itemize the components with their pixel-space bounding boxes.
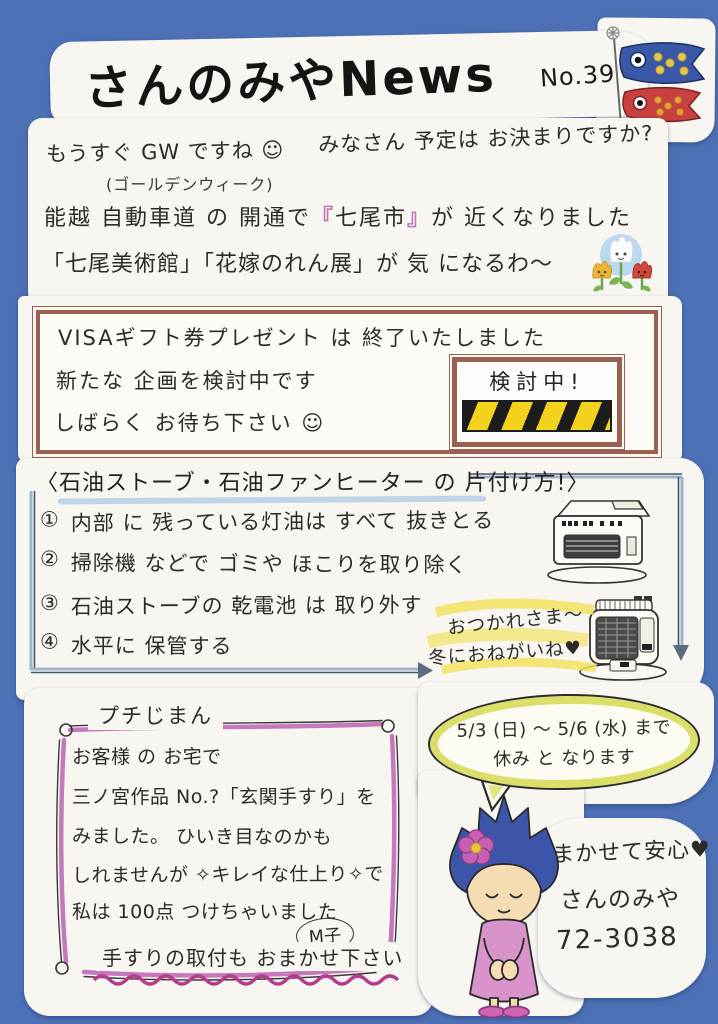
petit-line: 三ノ宮作品 No.?「玄関手すり」を [72,786,376,808]
guide-item-text: 掃除機 などで ゴミや ほこりを取り除く [70,551,468,578]
oil-stove-icon [579,596,667,681]
wavy-underline-icon [92,974,400,986]
guide-item: ④ 水平に 保管する [40,630,233,661]
intro-line-3: 能越 自動車道 の 開通で『七尾市』が 近くなりました [44,200,632,232]
petit-line: みました。 ひいき目なのかも [71,825,333,849]
guide-item: ② 掃除機 などで ゴミや ほこりを取り除く [40,547,468,579]
guide-item-text: 内部 に 残っている灯油は すべて 抜きとる [70,508,495,536]
guide-item-number: ④ [39,629,60,654]
guide-item-number: ③ [39,590,60,616]
holiday-line-1: 5/3 (日) 〜 5/6 (水) まで [456,716,672,742]
contact-paper [538,818,706,998]
intro-line-3-text: 能越 自動車道 の 開通で [44,206,311,231]
intro-line-1-left: もうすぐ GW ですね ☺ [45,137,285,167]
pink-bracket-close: 』 [407,206,432,231]
visa-line-3: しばらく お待ち下さい ☺ [54,411,326,435]
construction-barrier-icon: 検討中! [449,354,625,450]
guide-item: ③ 石油ストーブの 乾電池 は 取り外す [40,589,423,621]
bowing-girl-icon [449,795,559,1018]
guide-item-text: 石油ストーブの 乾電池 は 取り外す [70,592,423,619]
guide-item-text: 水平に 保管する [70,633,233,659]
cleanup-guide-title: 〈石油ストーブ・石油ファンヒーター の 片付け方!〉 [36,471,590,496]
newsletter-title: さんのみやNews [83,46,498,118]
pink-bracket-open: 『 [310,206,335,231]
hazard-stripes [462,400,612,432]
holiday-line-2: 休み と なります [493,746,636,770]
visa-line-2: 新たな 企画を検討中です [56,369,318,393]
contact-slogan: まかせて安心♥ [551,837,712,868]
tulip-trio-icon [592,234,652,292]
under-review-label: 検討中! [489,370,585,394]
guide-item: ① 内部 に 残っている灯油は すべて 抜きとる [40,504,494,537]
intro-paper [28,118,668,310]
visa-line-1: VISAギフト券プレゼント は 終了いたしました [58,326,546,350]
petit-line: お客様 の お宅で [72,746,222,768]
fan-heater-icon [547,500,650,584]
koinobori-icon [606,26,706,139]
goldenweek-note: (ゴールデンウィーク) [106,175,274,194]
petit-line: しれませんが ✧キレイな仕上り✧で [71,863,384,887]
intro-line-3-tail: が 近くなりました [431,206,633,231]
intro-line-4: 「七尾美術館」「花嫁のれん展」が 気 になるわ〜 [42,252,553,277]
guide-item-number: ① [39,507,60,532]
guide-item-number: ② [39,546,60,571]
phone-number: 72-3038 [555,921,680,957]
place-name: 七尾市 [335,206,408,231]
petit-boast-title: プチじまん [88,700,223,730]
guide-border-arrows [29,473,689,679]
store-name: さんのみや [559,885,681,915]
highlight-squiggle-icon [426,598,597,675]
petit-footer-slogan: 手すりの取付も おまかせ下さい [96,942,410,971]
petit-line: 私は 100点 つけちゃいました [72,901,338,923]
